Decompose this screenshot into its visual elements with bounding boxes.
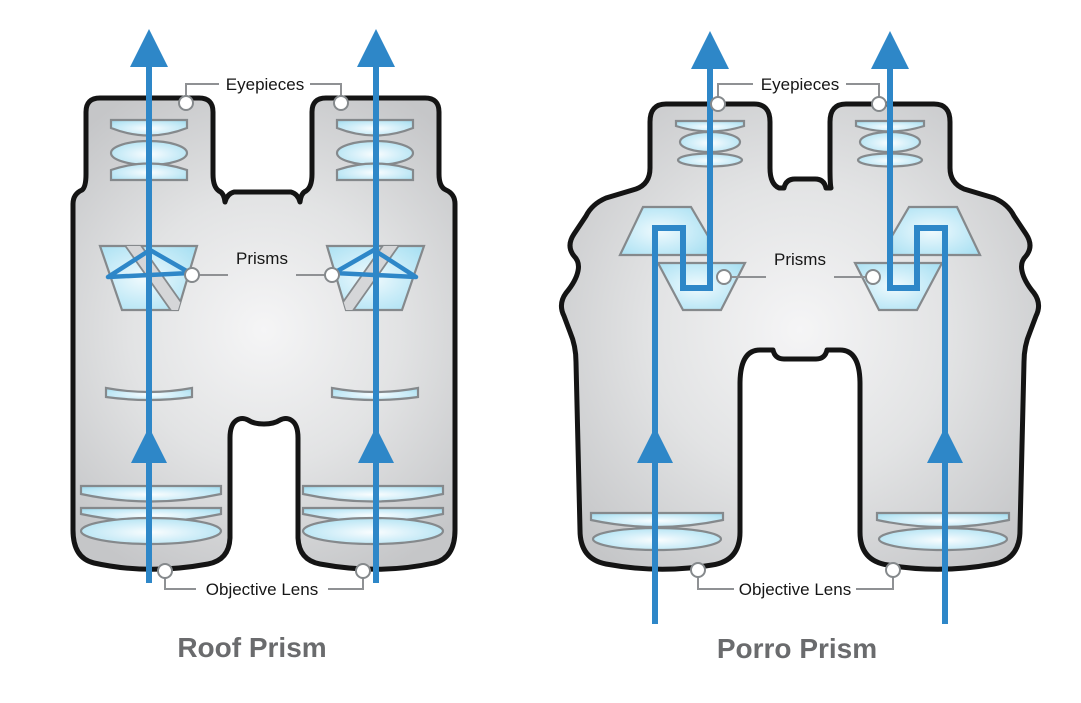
objective-lens-label: Objective Lens [739,580,851,599]
eyepieces-label: Eyepieces [226,75,304,94]
arrow-up-icon [637,427,673,463]
connector-dot [690,562,706,578]
arrow-up-icon [357,29,395,67]
leader-line [717,83,753,101]
prisms-label: Prisms [236,249,288,268]
arrow-up-icon [691,31,729,69]
prisms-label: Prisms [774,250,826,269]
roof-right-objective-lens-group [301,484,445,546]
porro-prism-title: Porro Prism [717,633,877,664]
connector-dot [865,269,881,285]
roof-prism-title: Roof Prism [177,632,326,663]
objective-lens-label: Objective Lens [206,580,318,599]
arrow-up-icon [871,31,909,69]
eyepieces-label: Eyepieces [761,75,839,94]
leader-line [856,573,894,590]
roof-labels [157,83,371,590]
roof-binocular-body [70,95,458,572]
leader-line [697,573,734,590]
connector-dot [333,95,349,111]
connector-dot [178,95,194,111]
light-path-line [887,64,948,624]
leader-line [846,83,880,101]
arrow-up-icon [358,427,394,463]
connector-dot [871,96,887,112]
porro-light-paths [637,31,963,624]
porro-labels [690,83,901,590]
arrow-up-icon [131,427,167,463]
connector-dot [716,269,732,285]
arrow-up-icon [130,29,168,67]
connector-dot [157,563,173,579]
roof-light-paths [130,29,395,583]
roof-prism-diagram: Eyepieces Prisms Objective Lens Roof Pri… [70,29,458,663]
roof-left-prism [98,244,199,312]
arrow-up-icon [927,427,963,463]
prism-roof-band [334,246,402,310]
connector-dot [885,562,901,578]
prism-roof-band [122,246,190,310]
connector-dot [184,267,200,283]
light-path-line [652,64,713,624]
porro-prism-diagram: Eyepieces Prisms Objective Lens Porro Pr… [558,31,1042,664]
connector-dot [710,96,726,112]
connector-dot [355,563,371,579]
connector-dot [324,267,340,283]
